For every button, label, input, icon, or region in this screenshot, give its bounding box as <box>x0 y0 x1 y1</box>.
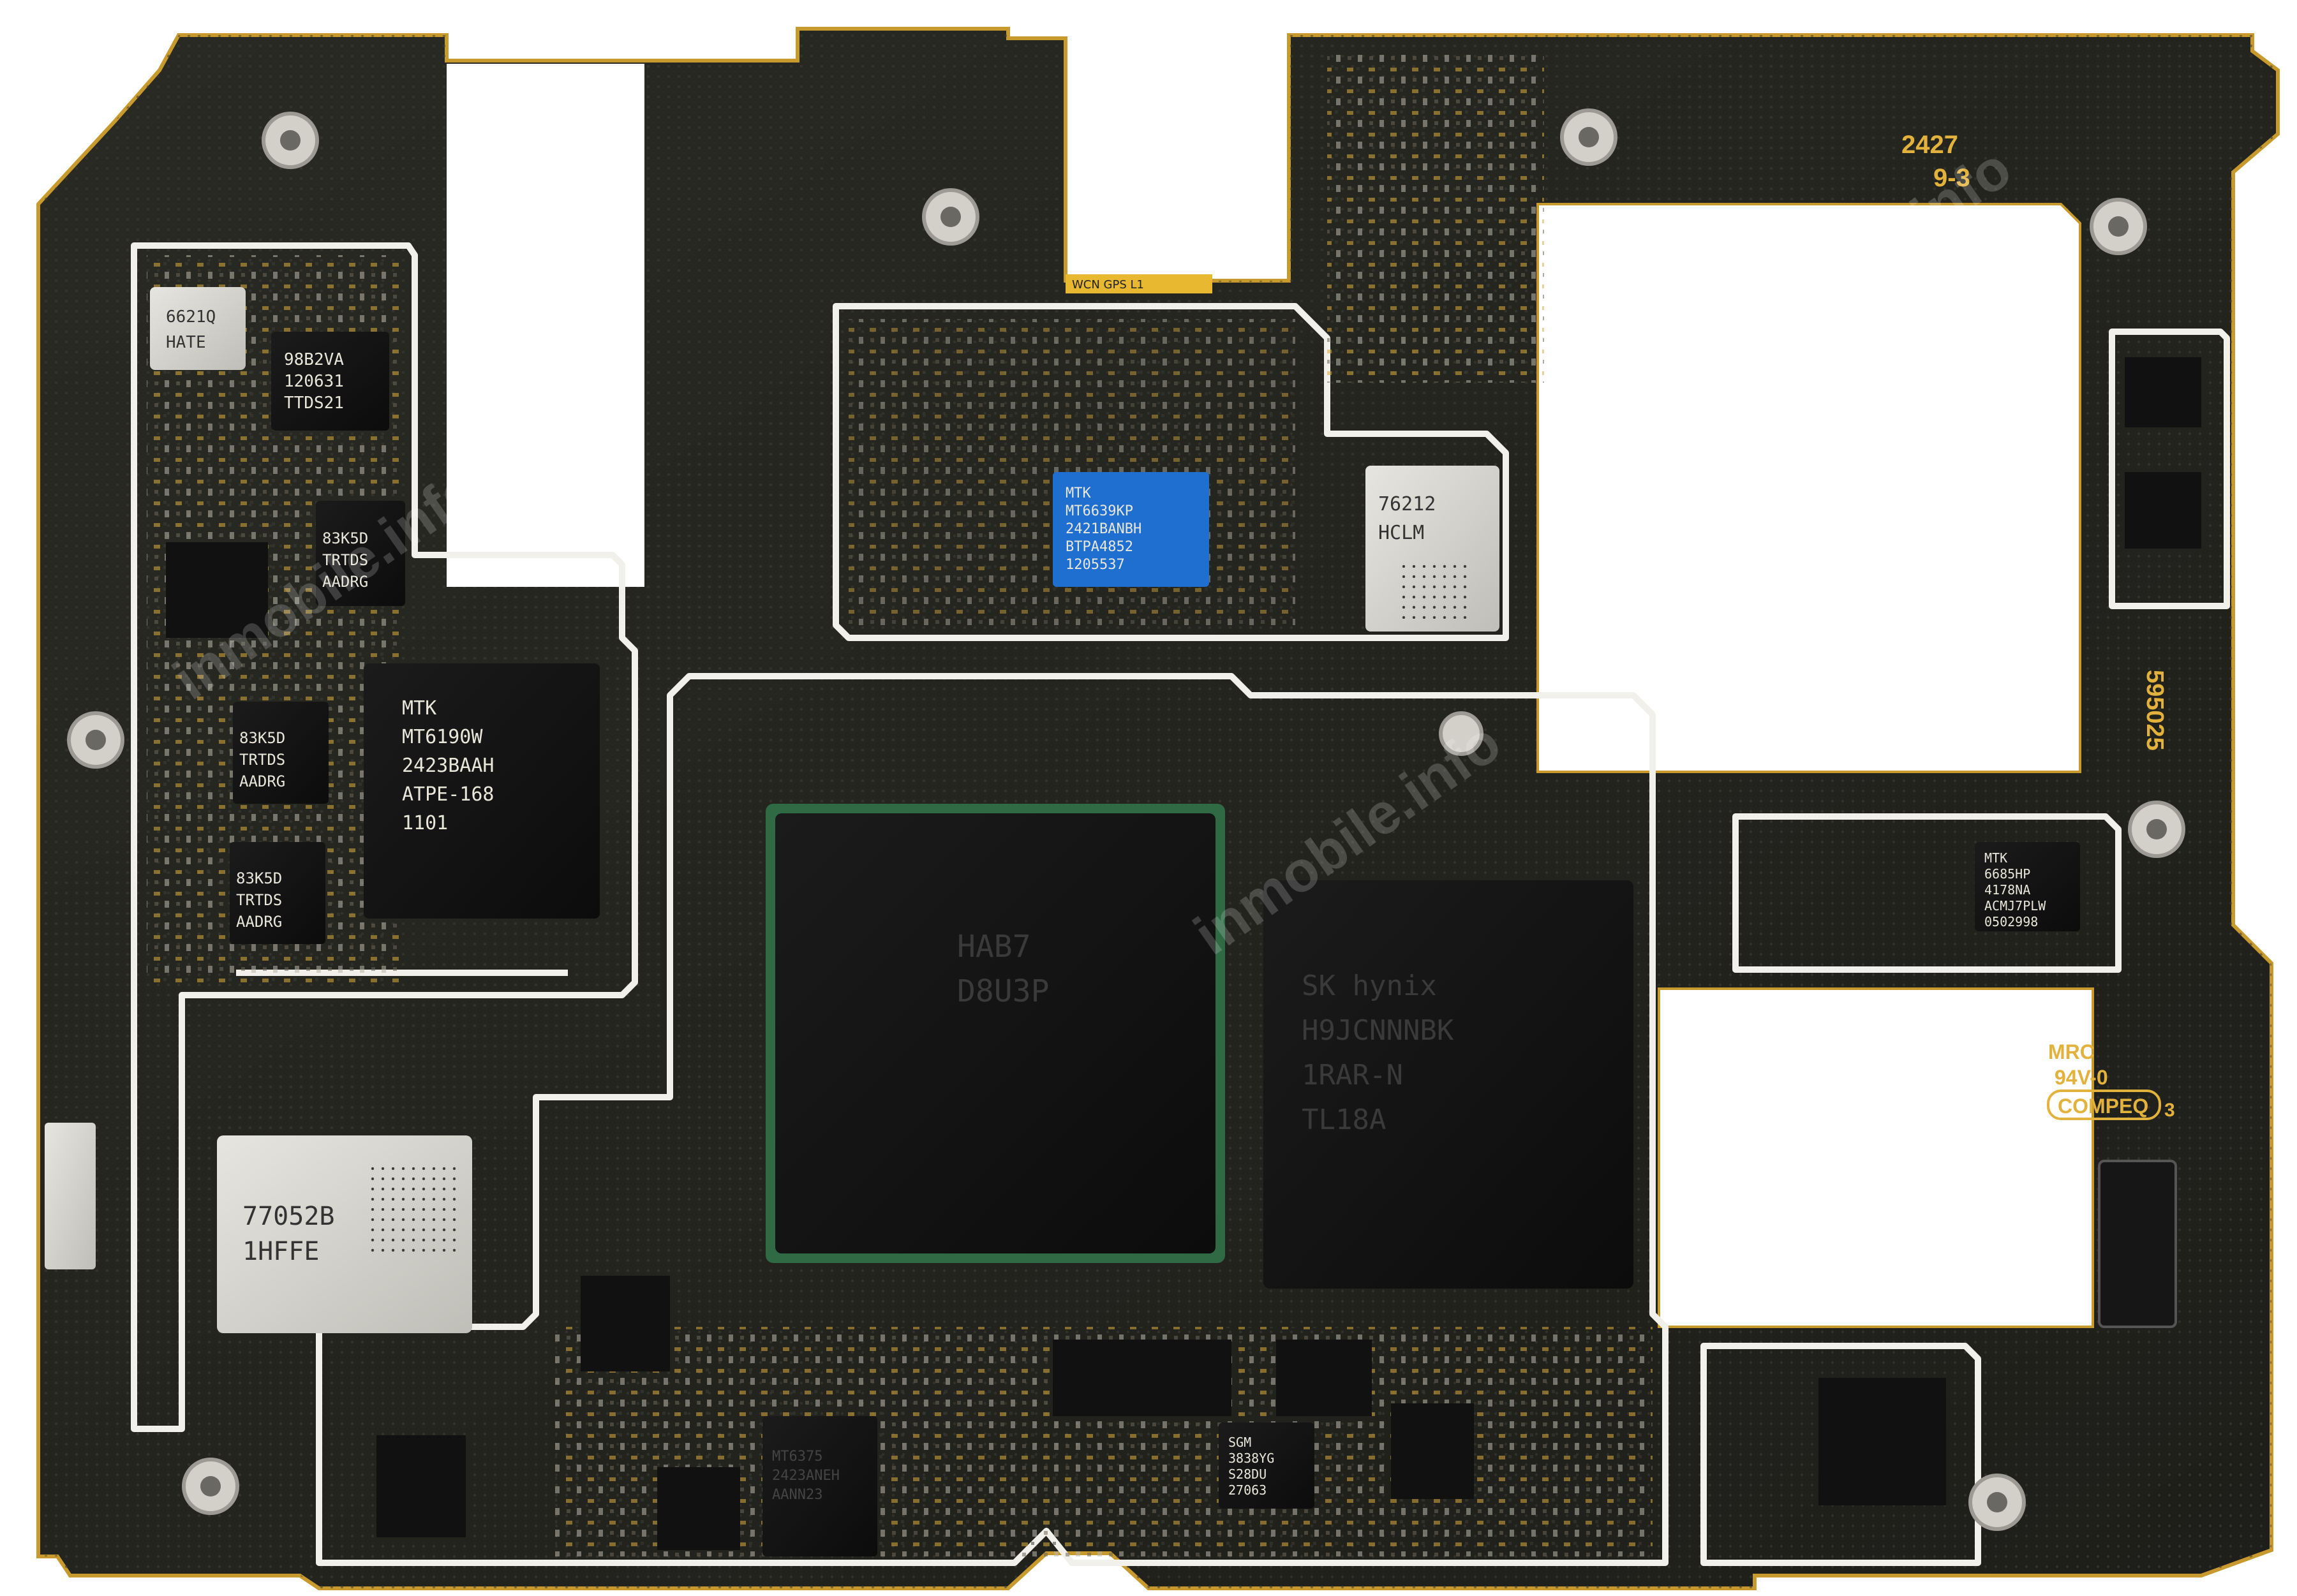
svg-text:120631: 120631 <box>284 372 344 391</box>
chip-rf-transceiver: MTK MT6190W 2423BAAH ATPE-168 1101 <box>364 663 600 919</box>
svg-text:TRTDS: TRTDS <box>322 551 368 569</box>
chip-83k5d-3: 83K5D TRTDS AADRG <box>230 842 325 944</box>
silk-rev-code: 9-3 <box>1933 164 1970 192</box>
svg-text:AADRG: AADRG <box>239 772 285 790</box>
chip-pmic-small: 6621Q HATE <box>150 287 246 370</box>
svg-text:1205537: 1205537 <box>1066 557 1125 573</box>
svg-text:AADRG: AADRG <box>236 913 282 931</box>
chip-83k5d-2: 83K5D TRTDS AADRG <box>233 702 329 804</box>
svg-text:83K5D: 83K5D <box>322 529 368 547</box>
svg-text:AANN23: AANN23 <box>772 1487 822 1503</box>
svg-text:4178NA: 4178NA <box>1984 882 2030 898</box>
svg-text:98B2VA: 98B2VA <box>284 350 344 369</box>
svg-text:HCLM: HCLM <box>1378 522 1424 544</box>
chip-98b2va: 98B2VA 120631 TTDS21 <box>271 332 389 431</box>
connector-fpc <box>2098 1160 2177 1328</box>
svg-text:MTK: MTK <box>1984 850 2007 866</box>
svg-text:TL18A: TL18A <box>1302 1104 1386 1136</box>
svg-text:77052B: 77052B <box>242 1202 335 1231</box>
svg-text:AADRG: AADRG <box>322 573 368 591</box>
svg-text:3838YG: 3838YG <box>1228 1451 1274 1466</box>
svg-text:SK hynix: SK hynix <box>1302 970 1437 1002</box>
svg-text:83K5D: 83K5D <box>236 869 282 887</box>
svg-text:HATE: HATE <box>166 333 206 352</box>
svg-text:83K5D: 83K5D <box>239 729 285 747</box>
svg-text:1101: 1101 <box>402 812 448 834</box>
silk-maker-box <box>2047 1090 2161 1120</box>
cutout-upper-left <box>447 64 644 587</box>
antenna-label-strip <box>1066 274 1212 293</box>
svg-text:MT6375: MT6375 <box>772 1449 822 1465</box>
svg-text:2423ANEH: 2423ANEH <box>772 1468 840 1484</box>
chip-rf-module-76212: 76212 HCLM <box>1365 466 1499 632</box>
chip-pmic-mt6685: MTK 6685HP 4178NA ACMJ7PLW 0502998 <box>1975 842 2080 931</box>
silk-board-number: 595025 <box>2141 670 2168 751</box>
chip-cpu: HAB7 D8U3P <box>766 804 1225 1263</box>
cutout-lower-right <box>1658 987 2094 1328</box>
silk-maker-suffix: 3 <box>2164 1100 2175 1121</box>
shield-frame-right-top <box>2109 329 2230 609</box>
shield-frame-right-mid <box>1732 813 2122 973</box>
component-field-top-right <box>1327 51 1544 383</box>
chip-83k5d-1: 83K5D TRTDS AADRG <box>316 501 405 606</box>
svg-text:2423BAAH: 2423BAAH <box>402 755 494 777</box>
silk-date-code: 2427 <box>1901 131 1958 159</box>
svg-text:TRTDS: TRTDS <box>236 891 282 909</box>
silk-flammability: 94V-0 <box>2055 1066 2108 1089</box>
chip-memory: SK hynix H9JCNNNBK 1RAR-N TL18A <box>1263 880 1633 1289</box>
svg-text:ACMJ7PLW: ACMJ7PLW <box>1984 898 2046 913</box>
chip-wifi: MTK MT6639KP 2421BANBH BTPA4852 1205537 <box>1053 472 1209 587</box>
svg-text:ATPE-168: ATPE-168 <box>402 783 494 806</box>
svg-text:TTDS21: TTDS21 <box>284 394 344 413</box>
silk-mrc: MRC <box>2048 1040 2095 1063</box>
chip-rf-module-77052: 77052B 1HFFE <box>217 1135 472 1333</box>
svg-text:6685HP: 6685HP <box>1984 866 2030 882</box>
svg-text:D8U3P: D8U3P <box>957 973 1050 1009</box>
svg-text:1RAR-N: 1RAR-N <box>1302 1059 1403 1091</box>
svg-text:MT6190W: MT6190W <box>402 726 483 748</box>
chip-mt6375: MT6375 2423ANEH AANN23 <box>762 1416 877 1556</box>
svg-text:76212: 76212 <box>1378 493 1436 515</box>
svg-text:SGM: SGM <box>1228 1435 1251 1450</box>
antenna-label: WCN GPS L1 <box>1072 278 1144 292</box>
svg-text:2421BANBH: 2421BANBH <box>1066 521 1141 537</box>
svg-text:27063: 27063 <box>1228 1482 1267 1498</box>
svg-text:HAB7: HAB7 <box>957 929 1031 964</box>
svg-text:S28DU: S28DU <box>1228 1467 1267 1482</box>
cutout-camera-window <box>1536 203 2081 773</box>
shield-frame-right-bottom <box>1700 1343 1981 1566</box>
svg-text:H9JCNNNBK: H9JCNNNBK <box>1302 1014 1454 1047</box>
chip-sgm: SGM 3838YG S28DU 27063 <box>1219 1422 1314 1509</box>
svg-text:0502998: 0502998 <box>1984 914 2038 929</box>
svg-text:BTPA4852: BTPA4852 <box>1066 539 1133 555</box>
silk-maker: COMPEQ <box>2058 1095 2148 1118</box>
svg-text:MT6639KP: MT6639KP <box>1066 503 1133 519</box>
screw-hole-centers <box>85 127 2167 1512</box>
svg-text:TRTDS: TRTDS <box>239 751 285 769</box>
connector-left <box>45 1123 96 1269</box>
shield-frame-left <box>131 242 638 1432</box>
shield-frame-wifi <box>833 303 1509 641</box>
svg-text:MTK: MTK <box>1066 485 1091 501</box>
svg-text:6621Q: 6621Q <box>166 307 216 327</box>
svg-text:MTK: MTK <box>402 697 436 720</box>
misc-ics <box>166 357 2201 1550</box>
svg-text:1HFFE: 1HFFE <box>242 1237 319 1266</box>
